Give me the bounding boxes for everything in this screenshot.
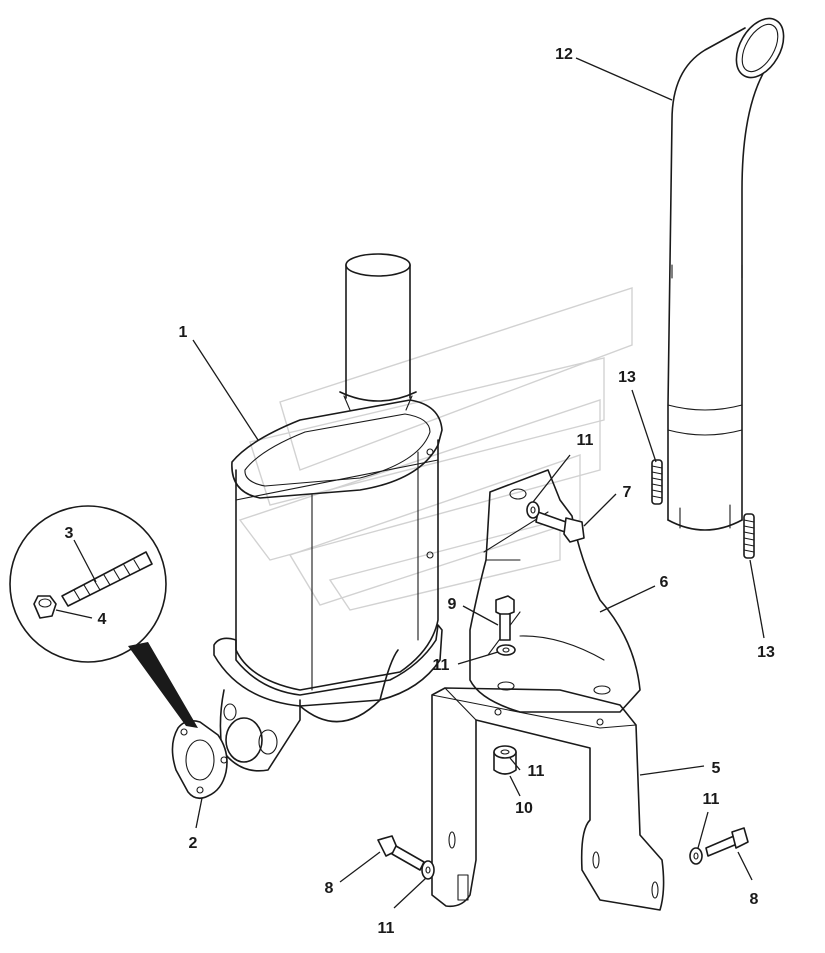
stud: [61, 551, 153, 607]
callout-5: 5: [712, 760, 721, 777]
washer-c: [421, 860, 435, 880]
washer-b: [496, 644, 516, 656]
callout-11-b: 11: [433, 657, 450, 674]
callout-11-e: 11: [703, 791, 720, 808]
callout-10: 10: [515, 800, 533, 817]
callout-3: 3: [65, 525, 74, 542]
gasket: [171, 720, 228, 800]
callout-1: 1: [179, 324, 188, 341]
muffler: [213, 253, 443, 772]
callout-11-c: 11: [528, 763, 545, 780]
washer-a: [526, 501, 540, 519]
spring-lower: [743, 513, 755, 559]
callout-4: 4: [98, 611, 107, 628]
bolt-9: [495, 595, 515, 641]
bolt-8-right: [705, 827, 749, 857]
leader-lines: [55, 57, 765, 909]
callout-7: 7: [623, 484, 632, 501]
callout-12: 12: [555, 46, 573, 63]
callout-6: 6: [660, 574, 669, 591]
detail-view-circle: [9, 505, 198, 728]
callout-9: 9: [448, 596, 457, 613]
callout-labels: 1 2 3 4 5 6 7 8 8 9 10 11 11 11 11 11 12…: [65, 46, 775, 937]
mounting-bracket: [431, 687, 665, 911]
callout-11-a: 11: [577, 432, 594, 449]
washer-d: [689, 847, 703, 865]
callout-11-d: 11: [378, 920, 395, 937]
bolt-8-left: [377, 835, 425, 871]
support-bracket: [469, 469, 641, 713]
callout-8-left: 8: [325, 880, 334, 897]
bolt-7: [535, 511, 585, 543]
spring-upper: [651, 459, 663, 505]
nut: [33, 595, 57, 619]
spacer-10: [493, 745, 517, 775]
callout-2: 2: [189, 835, 198, 852]
callout-8-right: 8: [750, 891, 759, 908]
tail-pipe: [667, 17, 785, 531]
callout-13-upper: 13: [618, 369, 636, 386]
callout-13-lower: 13: [757, 644, 775, 661]
watermark-logo: [238, 287, 633, 611]
